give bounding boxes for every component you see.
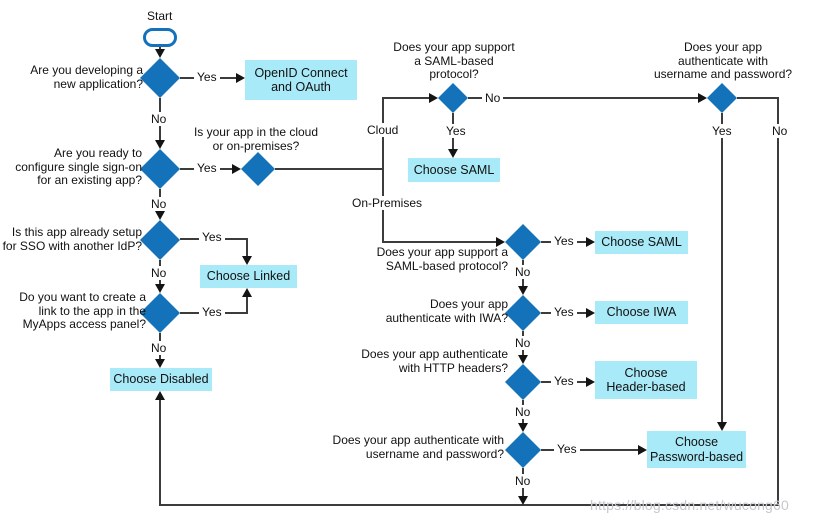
arrowhead [155, 49, 165, 58]
start-node [143, 28, 177, 47]
arrowhead [429, 93, 438, 103]
decision-myapps-link-diamond [140, 293, 180, 333]
connector-cloud-diamond-out [275, 168, 384, 170]
question-configure-sso: Are you ready to configure single sign-o… [15, 146, 142, 188]
label-no-configure-sso: No [148, 197, 170, 211]
result-openid-oauth: OpenID Connect and OAuth [245, 60, 357, 100]
decision-saml-cloud-diamond [438, 83, 468, 113]
label-yes-sso-other-idp: Yes [199, 230, 225, 244]
arrowhead [586, 237, 595, 247]
connector-q4-yes-v [246, 296, 248, 314]
arrowhead [155, 211, 165, 220]
arrowhead [518, 355, 528, 364]
question-new-application: Are you developing a new application? [30, 63, 143, 91]
result-choose-iwa: Choose IWA [595, 301, 688, 324]
connector-userpass-cloud-yes [721, 113, 723, 424]
question-iwa: Does your app authenticate with IWA? [385, 297, 508, 325]
label-yes-http-headers: Yes [551, 374, 577, 388]
decision-userpass-onprem-diamond [505, 432, 541, 468]
label-yes-userpass-onprem: Yes [554, 442, 580, 456]
question-saml-cloud: Does your app support a SAML-based proto… [393, 40, 515, 82]
arrowhead [232, 164, 241, 174]
label-yes-myapps-link: Yes [199, 305, 225, 319]
decision-cloud-or-onprem-diamond [241, 152, 275, 186]
connector-return-to-disabled [159, 400, 161, 506]
decision-new-application-diamond [140, 58, 180, 98]
connector-userpass-cloud-no-h [737, 97, 779, 99]
watermark-text: https://blog.csdn.net/wucong60 [590, 497, 790, 513]
result-choose-saml-onprem: Choose SAML [595, 231, 688, 254]
arrowhead [586, 377, 595, 387]
label-no-myapps-link: No [148, 341, 170, 355]
label-yes-userpass-cloud: Yes [709, 124, 735, 138]
arrowhead [717, 422, 727, 431]
label-no-new-application: No [148, 112, 170, 126]
arrowhead [155, 391, 165, 400]
label-cloud: Cloud [364, 123, 402, 137]
decision-saml-onprem-diamond [505, 224, 541, 260]
decision-iwa-diamond [505, 295, 541, 331]
decision-userpass-cloud-diamond [707, 83, 737, 113]
question-userpass-cloud: Does your app authenticate with username… [653, 40, 793, 82]
label-no-saml-onprem: No [512, 265, 534, 279]
connector-bottom-return [159, 504, 779, 506]
decision-http-headers-diamond [505, 364, 541, 400]
question-http-headers: Does your app authenticate with HTTP hea… [361, 347, 508, 375]
label-no-userpass-onprem: No [512, 474, 534, 488]
start-label: Start [147, 9, 173, 23]
arrowhead [242, 288, 252, 297]
arrowhead [496, 237, 505, 247]
question-sso-other-idp: Is this app already setup for SSO with a… [2, 225, 142, 253]
label-yes-new-application: Yes [194, 70, 220, 84]
result-choose-disabled: Choose Disabled [110, 368, 212, 391]
arrowhead [448, 149, 458, 158]
result-choose-password-based: Choose Password-based [647, 431, 746, 468]
label-on-premises: On-Premises [349, 196, 426, 210]
label-no-iwa: No [512, 336, 534, 350]
arrowhead [586, 308, 595, 318]
connector-userpass-onprem-yes [541, 449, 640, 451]
connector-onprem-branch [382, 241, 498, 243]
label-no-userpass-cloud: No [769, 124, 791, 138]
label-yes-configure-sso: Yes [194, 161, 220, 175]
label-no-http-headers: No [512, 405, 534, 419]
connector-cloud-onprem-split [382, 97, 384, 243]
arrowhead [518, 496, 528, 505]
arrowhead [155, 284, 165, 293]
question-cloud-or-onprem: Is your app in the cloud or on-premises? [193, 125, 319, 153]
connector-cloud-branch [382, 97, 430, 99]
result-choose-linked: Choose Linked [200, 265, 297, 288]
arrowhead [236, 73, 245, 83]
arrowhead [698, 93, 707, 103]
result-choose-header-based: Choose Header-based [595, 361, 697, 399]
connector-userpass-cloud-no-v [777, 97, 779, 506]
question-saml-onprem: Does your app support a SAML-based proto… [376, 245, 508, 273]
decision-sso-other-idp-diamond [140, 220, 180, 260]
connector-samlcloud-no [468, 97, 700, 99]
connector-q3-yes-v [246, 238, 248, 258]
label-yes-iwa: Yes [551, 305, 577, 319]
result-choose-saml-cloud: Choose SAML [408, 158, 500, 182]
arrowhead [518, 286, 528, 295]
label-no-saml-cloud: No [482, 91, 504, 105]
question-userpass-onprem: Does your app authenticate with username… [332, 433, 504, 461]
arrowhead [155, 140, 165, 149]
arrowhead [155, 359, 165, 368]
arrowhead [518, 423, 528, 432]
arrowhead [242, 256, 252, 265]
decision-configure-sso-diamond [140, 149, 180, 189]
label-no-sso-other-idp: No [148, 266, 170, 280]
question-myapps-link: Do you want to create a link to the app … [19, 290, 146, 332]
arrowhead [638, 445, 647, 455]
label-yes-saml-onprem: Yes [551, 234, 577, 248]
label-yes-saml-cloud: Yes [443, 124, 469, 138]
